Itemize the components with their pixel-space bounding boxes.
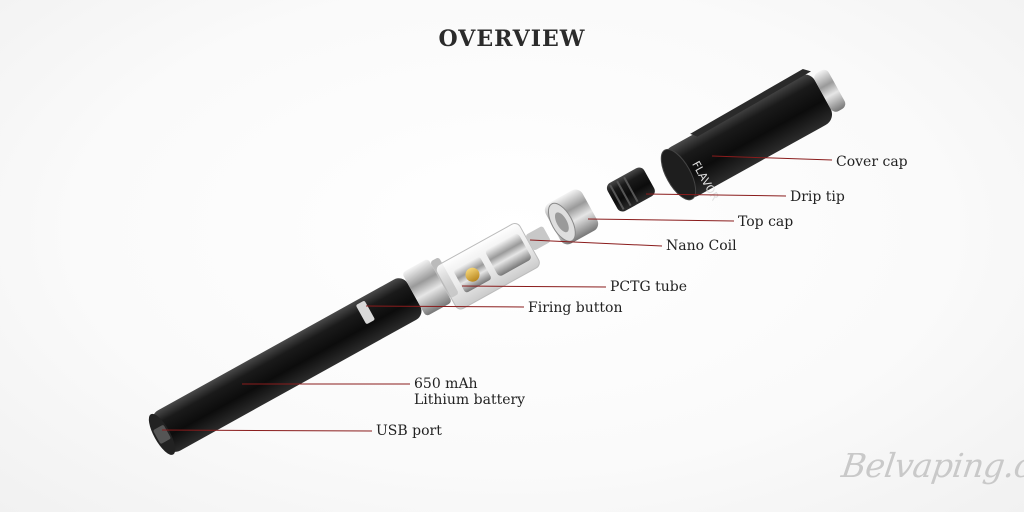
leader-usb-port (161, 429, 373, 432)
leader-pctg-tube (461, 285, 607, 288)
label-cover-cap: Cover cap (836, 154, 908, 170)
label-battery: 650 mAh Lithium battery (414, 376, 525, 408)
label-drip-tip: Drip tip (790, 189, 845, 205)
label-nano-coil: Nano Coil (666, 238, 737, 254)
leader-cover-cap (711, 155, 833, 161)
firing-button-shape (356, 301, 375, 324)
top-cap-shape (544, 189, 599, 245)
label-pctg-tube: PCTG tube (610, 279, 687, 295)
label-battery-capacity: 650 mAh (414, 376, 478, 392)
leader-firing-button (365, 305, 525, 308)
leader-nano-coil (529, 239, 663, 247)
diagram-title: OVERVIEW (438, 26, 586, 52)
label-top-cap: Top cap (738, 214, 794, 230)
watermark: Belvaping.com (839, 446, 1024, 485)
label-usb-port: USB port (376, 423, 442, 439)
leader-drip-tip (645, 193, 787, 197)
tank-assembly (435, 222, 551, 310)
drip-tip-shape (606, 167, 655, 212)
leader-top-cap (587, 218, 735, 222)
label-battery-type: Lithium battery (414, 392, 526, 408)
leader-lines (161, 155, 833, 432)
battery-connector (403, 259, 451, 316)
label-firing-button: Firing button (528, 300, 623, 316)
